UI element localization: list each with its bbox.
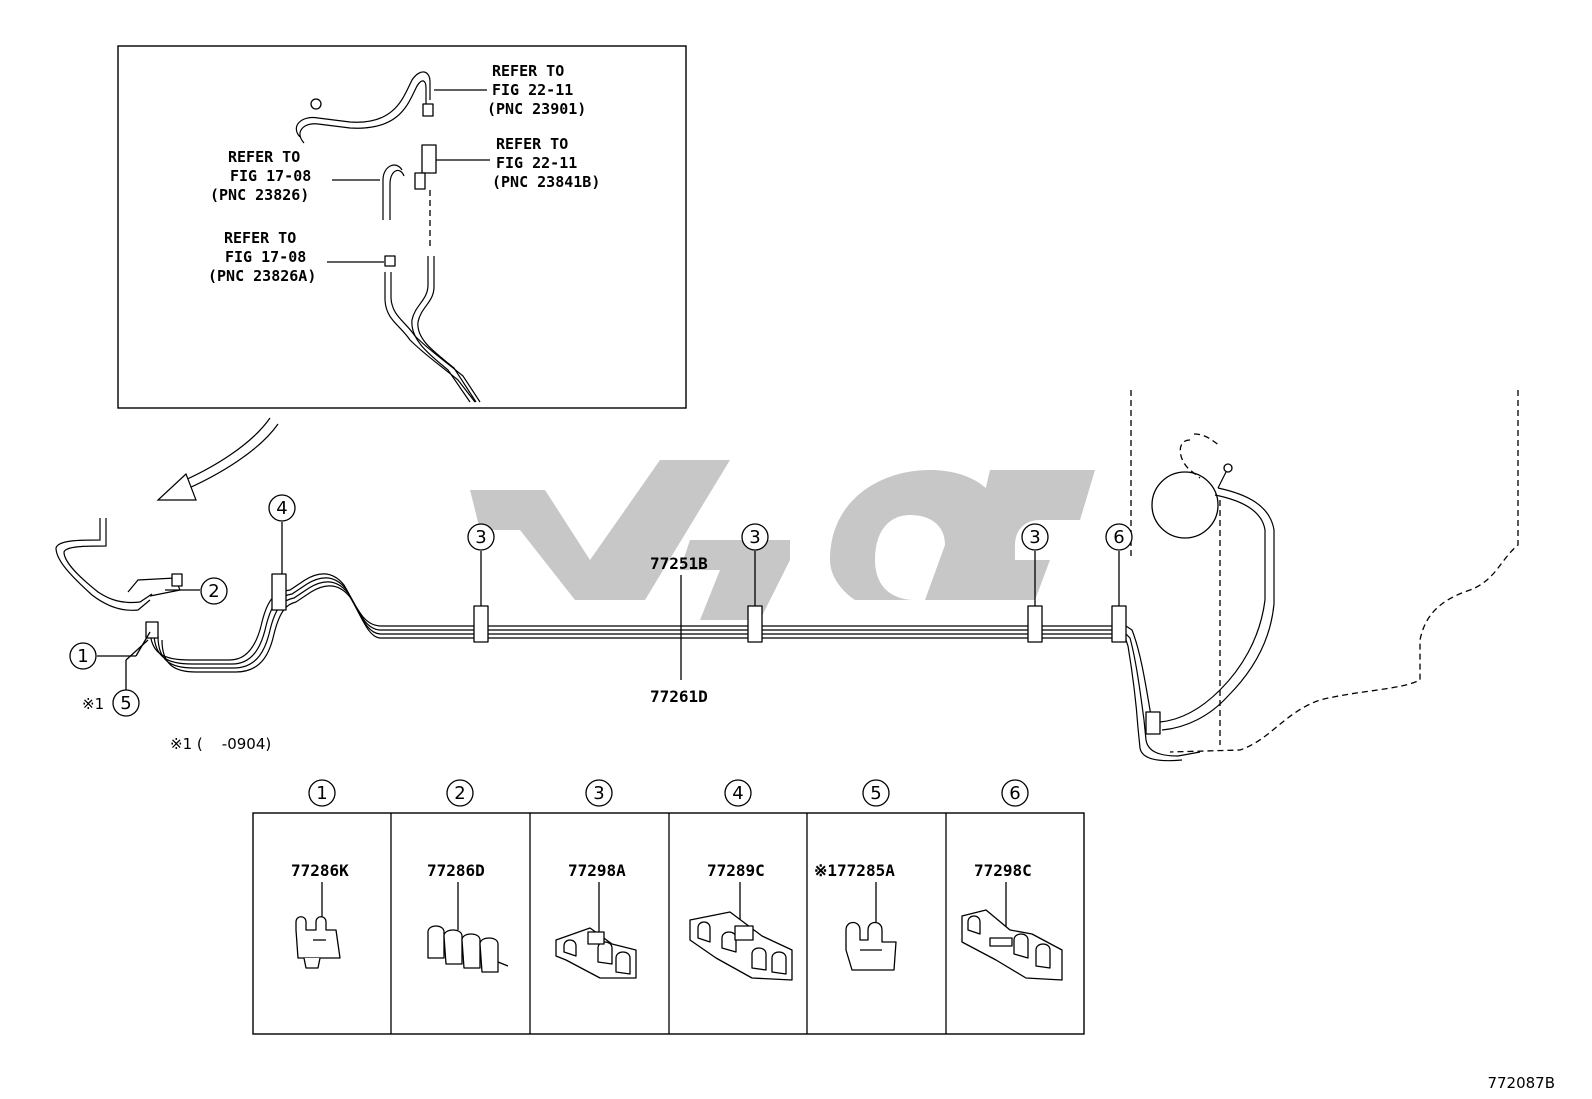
watermark-logo bbox=[470, 460, 1095, 620]
connector-icon bbox=[422, 103, 434, 117]
ref-2-line2: FIG 22-11 bbox=[496, 154, 577, 172]
svg-text:3: 3 bbox=[749, 527, 760, 548]
pipe-lower-part-number: 77261D bbox=[650, 687, 708, 706]
ref-4-line3: (PNC 23826A) bbox=[208, 267, 316, 285]
part-number-2: 77286D bbox=[427, 861, 485, 880]
table-header-1: 1 bbox=[308, 779, 336, 807]
table-header-5: 5 bbox=[862, 779, 890, 807]
valve-icon bbox=[421, 144, 437, 174]
ref-1-line1: REFER TO bbox=[492, 62, 564, 80]
ref-4-line1: REFER TO bbox=[224, 229, 296, 247]
part-number-5: ※177285A bbox=[814, 861, 895, 880]
clip-77286d-icon bbox=[427, 925, 509, 973]
svg-text:3: 3 bbox=[593, 783, 604, 804]
inset-frame bbox=[117, 45, 687, 409]
callout-2: 2 bbox=[200, 577, 228, 605]
clip-77285a-icon bbox=[845, 921, 897, 971]
svg-text:2: 2 bbox=[208, 581, 219, 602]
ref-2-line1: REFER TO bbox=[496, 135, 568, 153]
part-number-4: 77289C bbox=[707, 861, 765, 880]
parts-table: 1 2 3 4 5 6 77286K 77286D 77298A 77289C … bbox=[252, 779, 1085, 1035]
svg-text:4: 4 bbox=[732, 783, 743, 804]
part-number-3: 77298A bbox=[568, 861, 626, 880]
svg-text:3: 3 bbox=[1029, 527, 1040, 548]
svg-text:4: 4 bbox=[276, 498, 287, 519]
pipe-upper-part-number: 77251B bbox=[650, 554, 708, 573]
footnote: ※1 ( -0904) bbox=[170, 735, 271, 753]
svg-text:6: 6 bbox=[1009, 783, 1020, 804]
inset-drawing bbox=[295, 71, 481, 403]
callout-1: 1 bbox=[69, 642, 97, 670]
callout-4: 4 bbox=[268, 494, 296, 522]
clip-77298c-icon bbox=[961, 909, 1063, 981]
ref-3-line3: (PNC 23826) bbox=[210, 186, 309, 204]
callout-3c: 3 bbox=[1021, 523, 1049, 551]
callout-3b: 3 bbox=[741, 523, 769, 551]
svg-text:1: 1 bbox=[316, 783, 327, 804]
callout-5: ※1 5 bbox=[82, 689, 140, 717]
table-header-6: 6 bbox=[1001, 779, 1029, 807]
svg-text:2: 2 bbox=[454, 783, 465, 804]
ref-2-line3: (PNC 23841B) bbox=[492, 173, 600, 191]
callout-3a: 3 bbox=[467, 523, 495, 551]
tank-pump-outline bbox=[1151, 471, 1219, 539]
main-pipe-drawing bbox=[55, 390, 1519, 762]
ref-3-line2: FIG 17-08 bbox=[230, 167, 311, 185]
curved-arrow-icon bbox=[156, 417, 279, 501]
ref-3-line1: REFER TO bbox=[228, 148, 300, 166]
part-number-1: 77286K bbox=[291, 861, 349, 880]
figure-code: 772087B bbox=[1487, 1074, 1555, 1092]
clip-77298a-icon bbox=[555, 927, 637, 979]
svg-text:3: 3 bbox=[475, 527, 486, 548]
table-header-3: 3 bbox=[585, 779, 613, 807]
svg-text:5: 5 bbox=[870, 783, 881, 804]
ref-1-line3: (PNC 23901) bbox=[487, 100, 586, 118]
clip-77289c-icon bbox=[689, 911, 793, 981]
ref-4-line2: FIG 17-08 bbox=[225, 248, 306, 266]
table-header-2: 2 bbox=[446, 779, 474, 807]
svg-text:※1: ※1 bbox=[82, 695, 104, 713]
table-header-4: 4 bbox=[724, 779, 752, 807]
svg-text:6: 6 bbox=[1113, 527, 1124, 548]
clip-icon bbox=[310, 98, 322, 110]
svg-text:5: 5 bbox=[120, 693, 131, 714]
part-number-6: 77298C bbox=[974, 861, 1032, 880]
callout-6: 6 bbox=[1105, 523, 1133, 551]
ref-1-line2: FIG 22-11 bbox=[492, 81, 573, 99]
clip-77286k-icon bbox=[295, 916, 341, 969]
plug-icon bbox=[384, 255, 396, 267]
svg-text:1: 1 bbox=[77, 646, 88, 667]
